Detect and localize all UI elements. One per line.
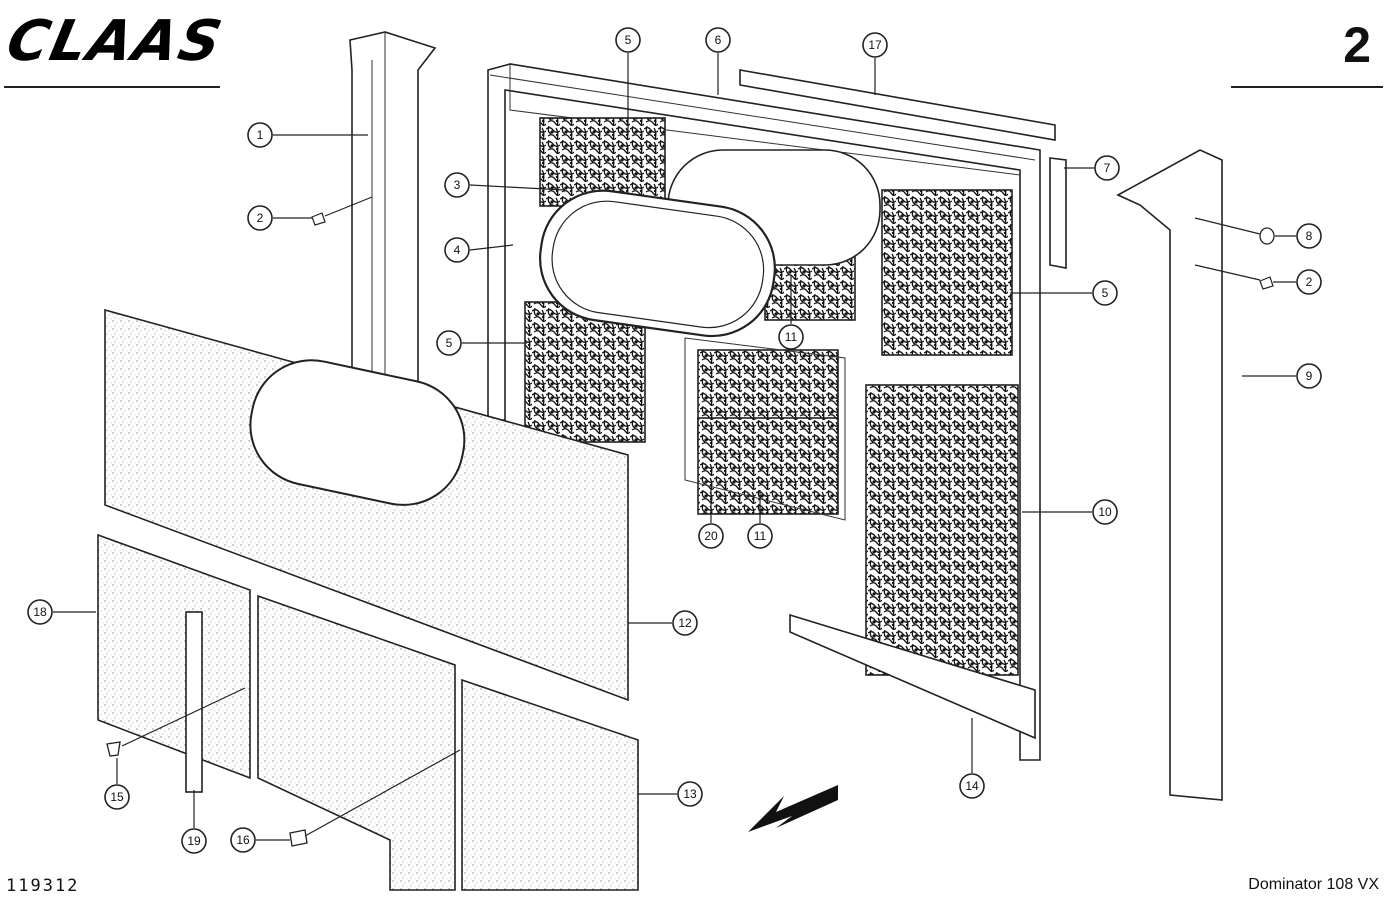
- callout-9: 9: [1296, 363, 1322, 389]
- callout-14: 14: [959, 773, 985, 799]
- callout-15: 15: [104, 784, 130, 810]
- right-post: [1116, 149, 1223, 801]
- callout-3: 3: [444, 172, 470, 198]
- svg-text:16: 16: [236, 833, 250, 847]
- bottom-tray: [789, 613, 1036, 740]
- svg-text:5: 5: [625, 33, 632, 47]
- foam-insert-large: [865, 384, 1019, 676]
- screw-2-left: [311, 212, 326, 226]
- callout-11-upper: 11: [778, 324, 804, 350]
- callout-17: 17: [862, 32, 888, 58]
- svg-text:1: 1: [257, 128, 264, 142]
- side-seal-strip: [1049, 157, 1067, 269]
- svg-text:4: 4: [454, 243, 461, 257]
- top-seal-strip: [739, 69, 1056, 141]
- callout-2-right: 2: [1296, 269, 1322, 295]
- forward-direction-arrow: [748, 785, 838, 832]
- document-id: 119312: [6, 876, 80, 896]
- svg-text:9: 9: [1306, 369, 1313, 383]
- svg-text:8: 8: [1306, 229, 1313, 243]
- svg-text:6: 6: [715, 33, 722, 47]
- callout-13: 13: [677, 781, 703, 807]
- callout-4: 4: [444, 237, 470, 263]
- svg-text:12: 12: [678, 616, 692, 630]
- svg-text:14: 14: [965, 779, 979, 793]
- callout-20: 20: [698, 523, 724, 549]
- callout-5-top: 5: [615, 27, 641, 53]
- screw-16: [289, 829, 308, 847]
- svg-text:19: 19: [187, 834, 201, 848]
- lower-right-trim-panel: [461, 678, 639, 891]
- callout-18: 18: [27, 599, 53, 625]
- model-name: Dominator 108 VX: [1248, 876, 1379, 893]
- cover-strip: [185, 611, 203, 793]
- svg-text:13: 13: [683, 787, 697, 801]
- lower-centre-trim-panel: [257, 594, 456, 891]
- callout-1: 1: [247, 122, 273, 148]
- foam-insert-centre-lower: [697, 417, 839, 515]
- svg-text:2: 2: [1306, 275, 1313, 289]
- callout-2-left: 2: [247, 205, 273, 231]
- svg-text:17: 17: [868, 38, 882, 52]
- svg-text:11: 11: [754, 529, 767, 543]
- callout-5-right: 5: [1092, 280, 1118, 306]
- svg-text:18: 18: [33, 605, 47, 619]
- svg-text:20: 20: [704, 529, 718, 543]
- lower-left-trim-panel: [97, 533, 251, 780]
- page-number: 2: [1343, 17, 1371, 73]
- upper-trim-panel: [104, 308, 629, 702]
- leader-lines: [53, 53, 1296, 841]
- callout-11-lower: 11: [747, 523, 773, 549]
- svg-text:5: 5: [1102, 286, 1109, 300]
- callout-16: 16: [230, 827, 256, 853]
- callout-12: 12: [672, 610, 698, 636]
- insert-frame: [684, 337, 846, 521]
- window-glass: [538, 189, 776, 338]
- header-rule-left: [4, 86, 220, 88]
- svg-text:15: 15: [110, 790, 124, 804]
- clip-15: [106, 741, 121, 757]
- svg-text:10: 10: [1098, 505, 1112, 519]
- callout-6: 6: [705, 27, 731, 53]
- svg-text:5: 5: [446, 336, 453, 350]
- callout-5-left: 5: [436, 330, 462, 356]
- screw-2-right: [1259, 276, 1274, 290]
- callout-7: 7: [1094, 155, 1120, 181]
- svg-text:2: 2: [257, 211, 264, 225]
- header-rule-right: [1231, 86, 1383, 88]
- callout-10: 10: [1092, 499, 1118, 525]
- foam-insert-right: [881, 189, 1013, 356]
- svg-text:7: 7: [1104, 161, 1111, 175]
- svg-text:3: 3: [454, 178, 461, 192]
- plug-8: [1259, 227, 1275, 245]
- svg-text:11: 11: [785, 330, 798, 344]
- callout-8: 8: [1296, 223, 1322, 249]
- callout-19: 19: [181, 828, 207, 854]
